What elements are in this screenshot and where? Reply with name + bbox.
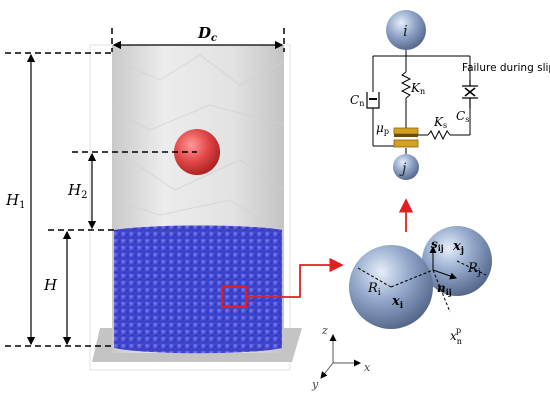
ri-label: Ri [367,281,381,298]
particle-j-sphere [393,154,419,180]
cs-dashpot [462,80,478,108]
coordinate-axes [320,334,361,379]
h1-label: H1 [5,191,25,211]
axis-x-label: x [364,361,371,374]
contact-spheres [349,226,492,329]
ks-label: Ks [433,115,447,130]
cn-label: Cn [350,93,364,108]
particle-j-label: j [399,161,407,177]
kn-label: Kn [410,81,425,96]
bond-circuit [372,50,471,155]
rj-label: Rj [467,261,481,278]
dashed-guides [5,28,285,347]
dc-label: Dc [197,24,217,44]
cs-label: Cs [456,109,469,124]
xj-label: xj [452,239,464,256]
cn-dashpot [366,92,380,109]
xi-label: xi [391,294,404,311]
h-label: H [43,276,58,294]
friction-slider [393,127,419,148]
sij-label: sij [431,237,444,253]
highlight-arrow [246,257,344,298]
particle-bed [114,225,282,354]
contact-vectors [357,246,487,313]
mu-label: μp [376,121,389,136]
h2-label: H2 [67,181,87,201]
axis-y-label: y [311,378,319,391]
particle-i-label: i [403,22,408,40]
xnp-label: xnp [450,326,462,346]
failure-label: Failure during slip [462,62,550,74]
nij-label: nij [437,281,452,297]
axis-z-label: z [321,324,328,337]
particle-i-sphere [386,10,426,50]
